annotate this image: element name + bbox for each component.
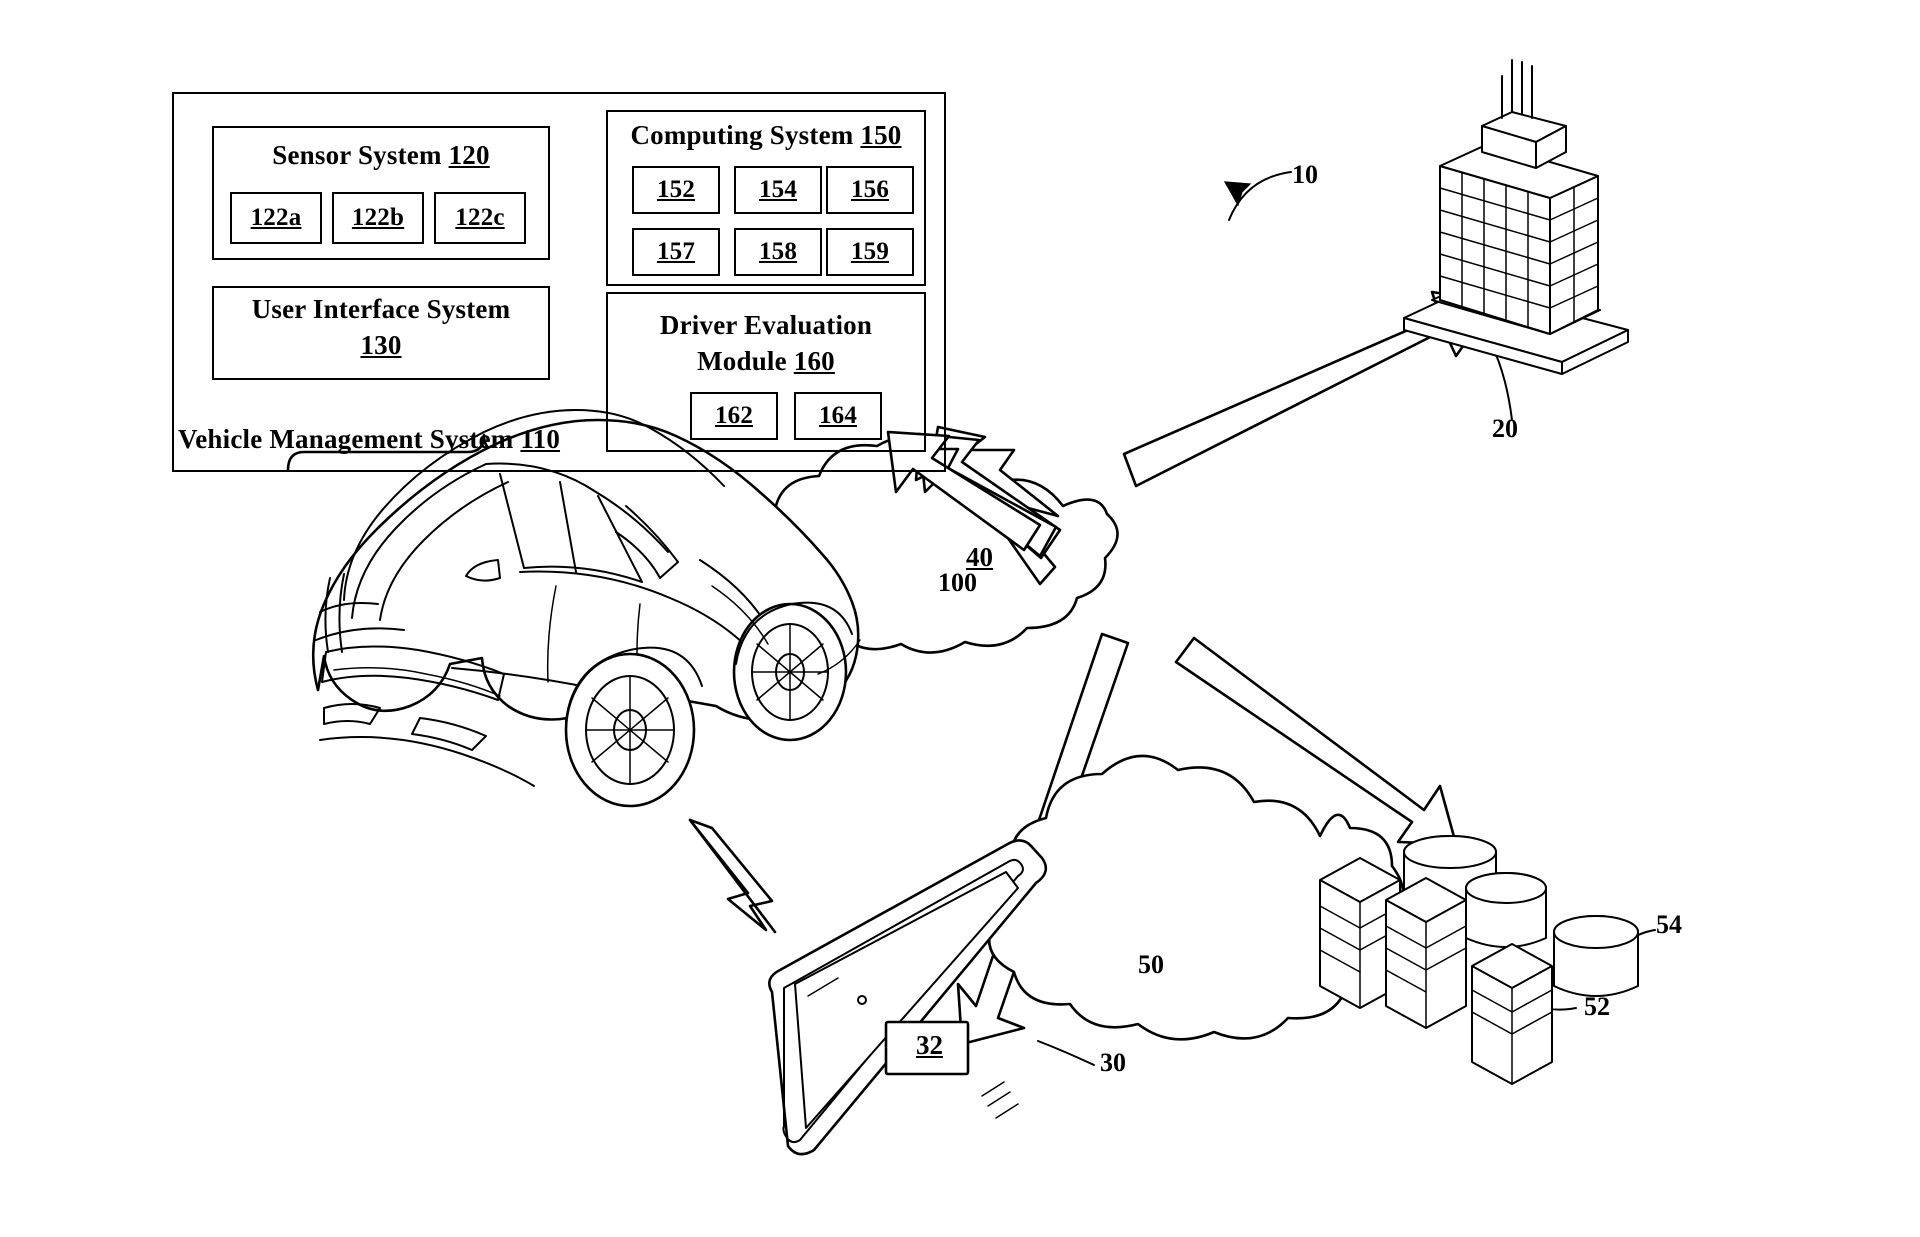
sensor-122b-label: 122b <box>351 204 405 231</box>
computing-component-152-box <box>632 166 720 214</box>
ref-10-leader <box>1223 171 1292 221</box>
smartphone <box>768 839 1048 1156</box>
user-interface-system-ref: 130 <box>360 330 402 360</box>
sensor-system-title-text: Sensor System <box>272 140 442 170</box>
vehicle-management-system-label: Vehicle Management System 110 <box>178 424 608 454</box>
reference-10: 10 <box>1292 160 1318 189</box>
computing-component-152-label: 152 <box>656 176 696 203</box>
arrow-cloud-vms-main <box>886 430 1042 552</box>
server-rack-c <box>1471 943 1553 1085</box>
user-interface-system-title: User Interface System <box>251 294 511 324</box>
driver-eval-component-164-label: 164 <box>818 402 858 429</box>
storage-drum-3 <box>1553 915 1639 997</box>
vehicle-suv <box>311 409 861 808</box>
computing-component-159-box <box>826 228 914 276</box>
dem-ref-text: 160 <box>793 346 835 376</box>
computing-component-158-box <box>734 228 822 276</box>
vms-title-text: Vehicle Management System <box>178 424 514 454</box>
sensor-system-box <box>212 126 550 260</box>
reference-100: 100 <box>938 568 977 597</box>
sensor-system-ref-text: 120 <box>448 140 490 170</box>
computing-component-157-box <box>632 228 720 276</box>
computing-system-ref-text: 150 <box>860 120 902 150</box>
reference-30: 30 <box>1100 1048 1126 1077</box>
computing-component-158-label: 158 <box>758 238 798 265</box>
user-interface-system-box <box>212 286 550 380</box>
sensor-122c-label: 122c <box>455 204 505 231</box>
server-rack-a <box>1319 857 1401 1009</box>
driver-eval-component-164-box <box>794 392 882 440</box>
storage-drum-2 <box>1465 872 1547 948</box>
driver-eval-component-162-label: 162 <box>714 402 754 429</box>
computing-system-title-text: Computing System <box>630 120 854 150</box>
ref-30-leader <box>1037 1040 1095 1066</box>
front-wheel <box>564 652 696 808</box>
computing-component-156-box <box>826 166 914 214</box>
computing-component-156-label: 156 <box>850 176 890 203</box>
sensor-system-label: Sensor System 120 <box>212 140 550 170</box>
reference-40-network: 40 <box>966 542 993 572</box>
vehicle-management-system-box <box>172 92 946 472</box>
vms-ref-text: 110 <box>520 424 561 454</box>
sensor-122b-box <box>332 192 424 244</box>
computing-component-154-label: 154 <box>758 176 798 203</box>
computing-system-label: Computing System 150 <box>606 120 926 150</box>
reference-50: 50 <box>1138 950 1164 979</box>
remote-facility-building <box>1403 59 1629 375</box>
data-center-cloud <box>987 754 1639 1085</box>
computing-system-box <box>606 110 926 286</box>
wireless-link-bolt <box>688 818 777 934</box>
sensor-122c-box <box>434 192 526 244</box>
driver-evaluation-module-box <box>606 292 926 452</box>
driver-eval-component-162-box <box>690 392 778 440</box>
sensor-122a-box <box>230 192 322 244</box>
computing-component-159-label: 159 <box>850 238 890 265</box>
reference-20: 20 <box>1492 414 1518 443</box>
driver-evaluation-module-title-line2: Module 160 <box>606 346 926 376</box>
reference-32-screen: 32 <box>916 1030 943 1060</box>
dem-title2-text: Module <box>697 346 787 376</box>
driver-evaluation-module-title-line1: Driver Evaluation <box>659 310 873 340</box>
computing-component-157-label: 157 <box>656 238 696 265</box>
reference-54: 54 <box>1656 910 1682 939</box>
server-rack-b <box>1385 877 1467 1029</box>
sensor-122a-label: 122a <box>250 204 302 231</box>
computing-component-154-box <box>734 166 822 214</box>
rear-wheel <box>732 602 848 742</box>
reference-52: 52 <box>1584 992 1610 1021</box>
